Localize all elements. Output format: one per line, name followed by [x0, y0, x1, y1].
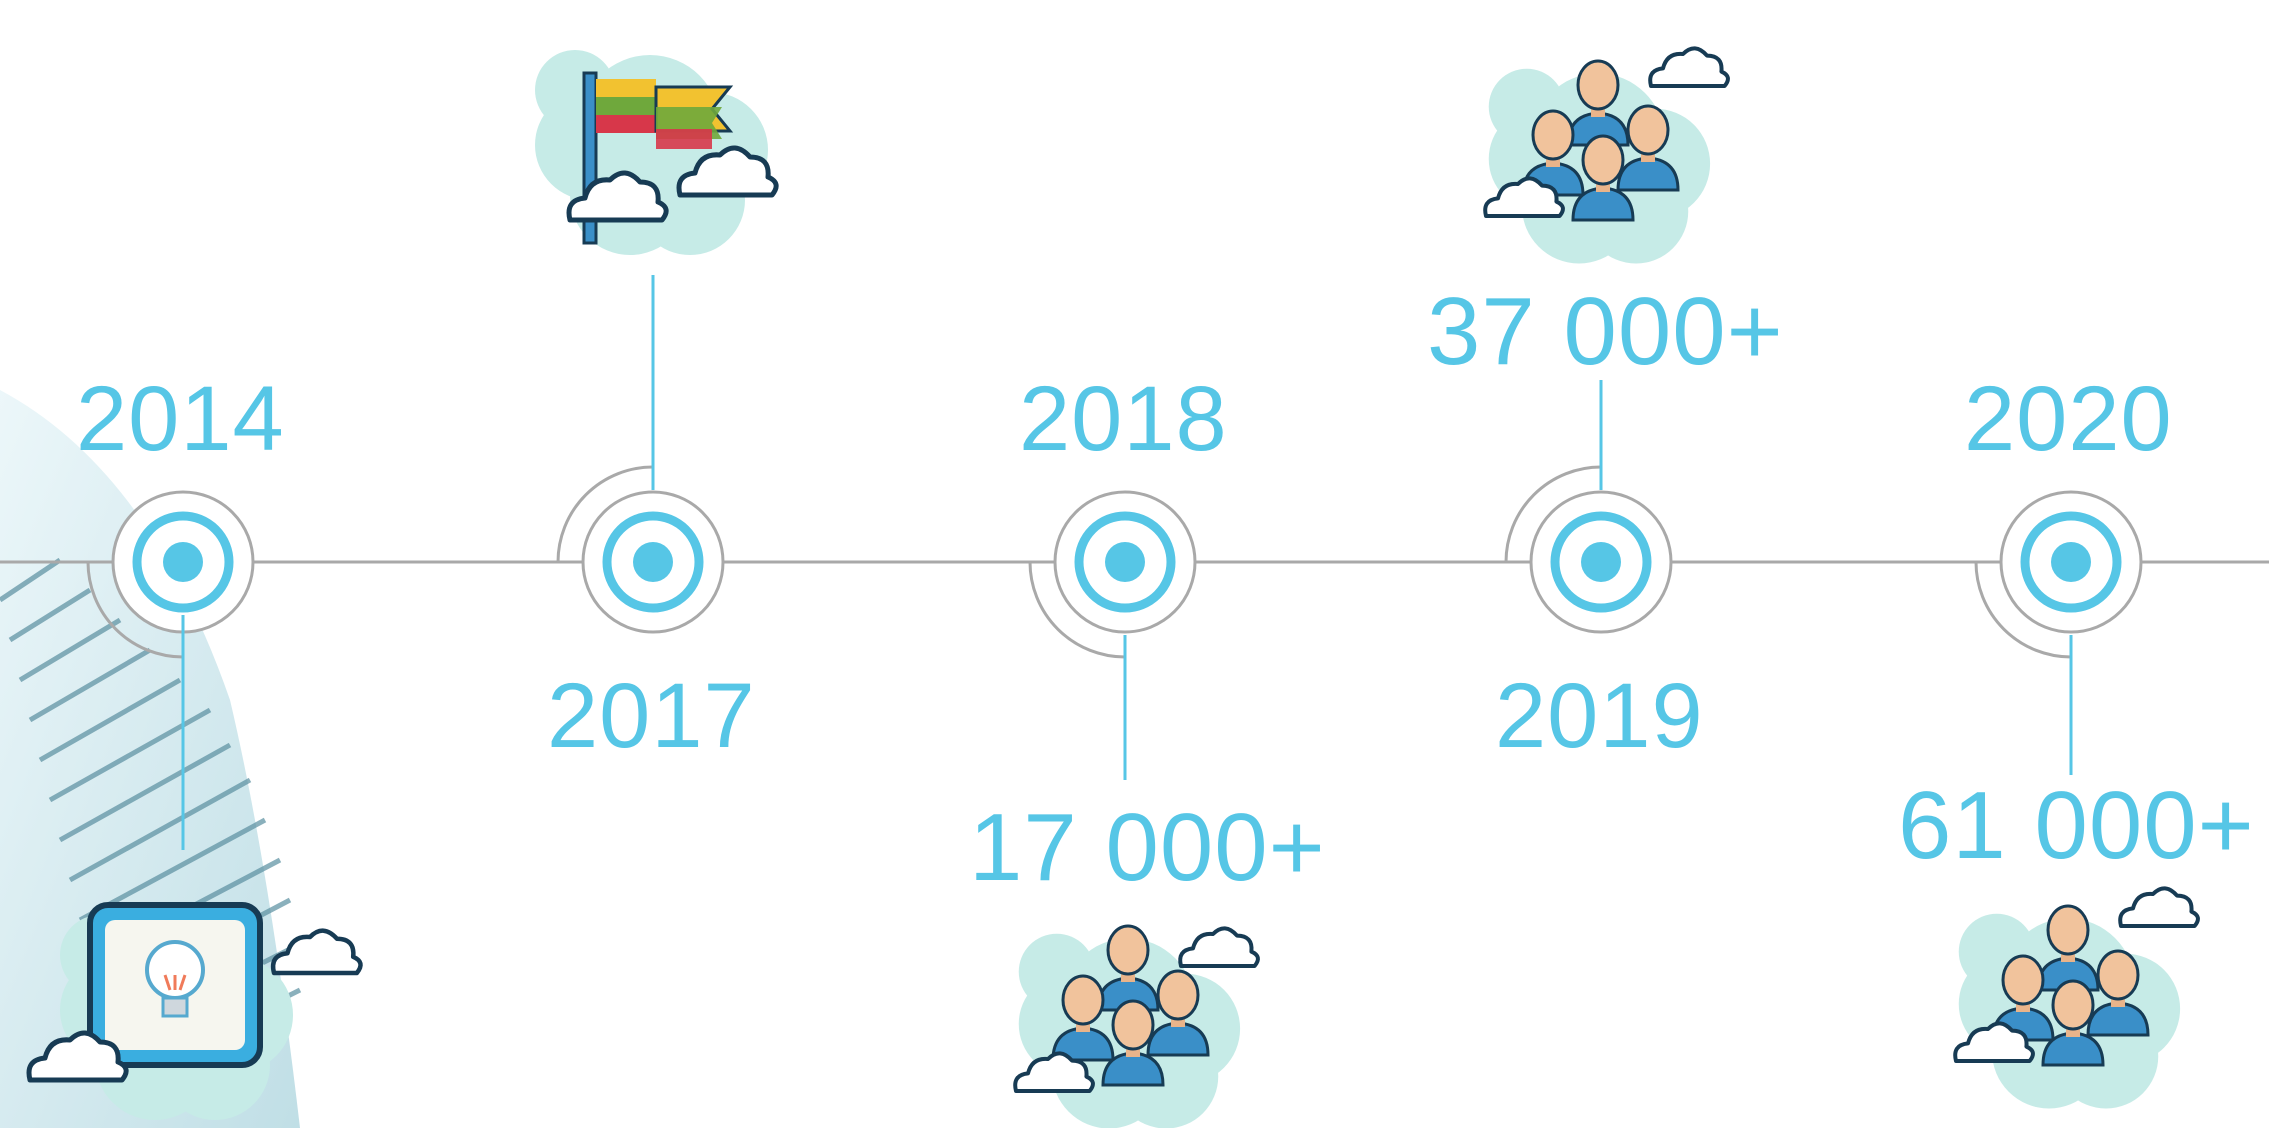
year-label-2019: 2019	[1495, 665, 1704, 767]
people-group-icon	[1955, 888, 2198, 1109]
milestone-marker-2018	[1028, 490, 1197, 659]
milestone-marker-2014	[86, 490, 255, 659]
member-count-2019: 37 000+	[1427, 278, 1784, 385]
milestone-marker-2017	[556, 465, 725, 634]
year-label-2017: 2017	[547, 665, 756, 767]
people-group-icon	[1015, 924, 1258, 1128]
year-label-2014: 2014	[76, 368, 285, 470]
member-count-2018: 17 000+	[969, 794, 1326, 901]
flag-icon	[535, 50, 776, 255]
member-count-2020: 61 000+	[1898, 772, 2255, 879]
milestone-marker-2019	[1504, 465, 1673, 634]
lightbulb-icon	[29, 902, 361, 1120]
milestone-marker-2020	[1974, 490, 2143, 659]
connectors	[181, 275, 2073, 850]
year-label-2018: 2018	[1019, 368, 1228, 470]
year-label-2020: 2020	[1964, 368, 2173, 470]
people-group-icon	[1485, 48, 1728, 264]
